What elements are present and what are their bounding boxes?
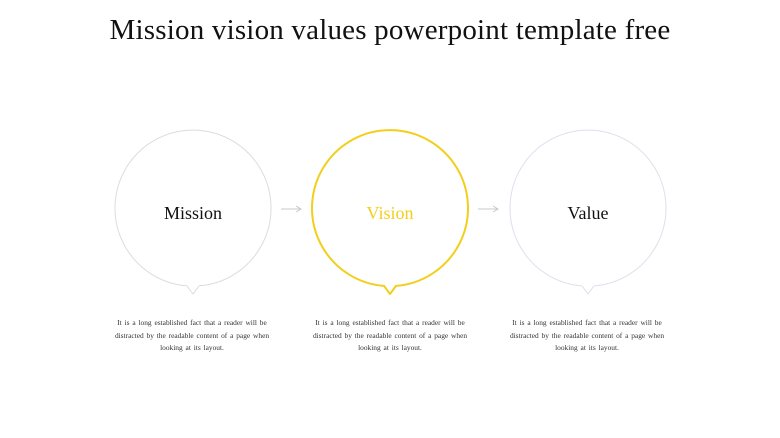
- value-label: Value: [567, 203, 609, 223]
- arrow-right-icon: [281, 205, 302, 213]
- value-bubble: [509, 129, 667, 295]
- mission-description: It is a long established fact that a rea…: [114, 318, 270, 353]
- vision-bubble: [311, 129, 469, 295]
- mission-label: Mission: [163, 203, 223, 223]
- arrow-right-icon: [478, 205, 499, 213]
- vision-label: Vision: [366, 203, 414, 223]
- vision-description: It is a long established fact that a rea…: [312, 318, 468, 353]
- page-title: Mission vision values powerpoint templat…: [109, 14, 671, 46]
- mission-bubble: [114, 129, 272, 295]
- value-description: It is a long established fact that a rea…: [509, 318, 665, 353]
